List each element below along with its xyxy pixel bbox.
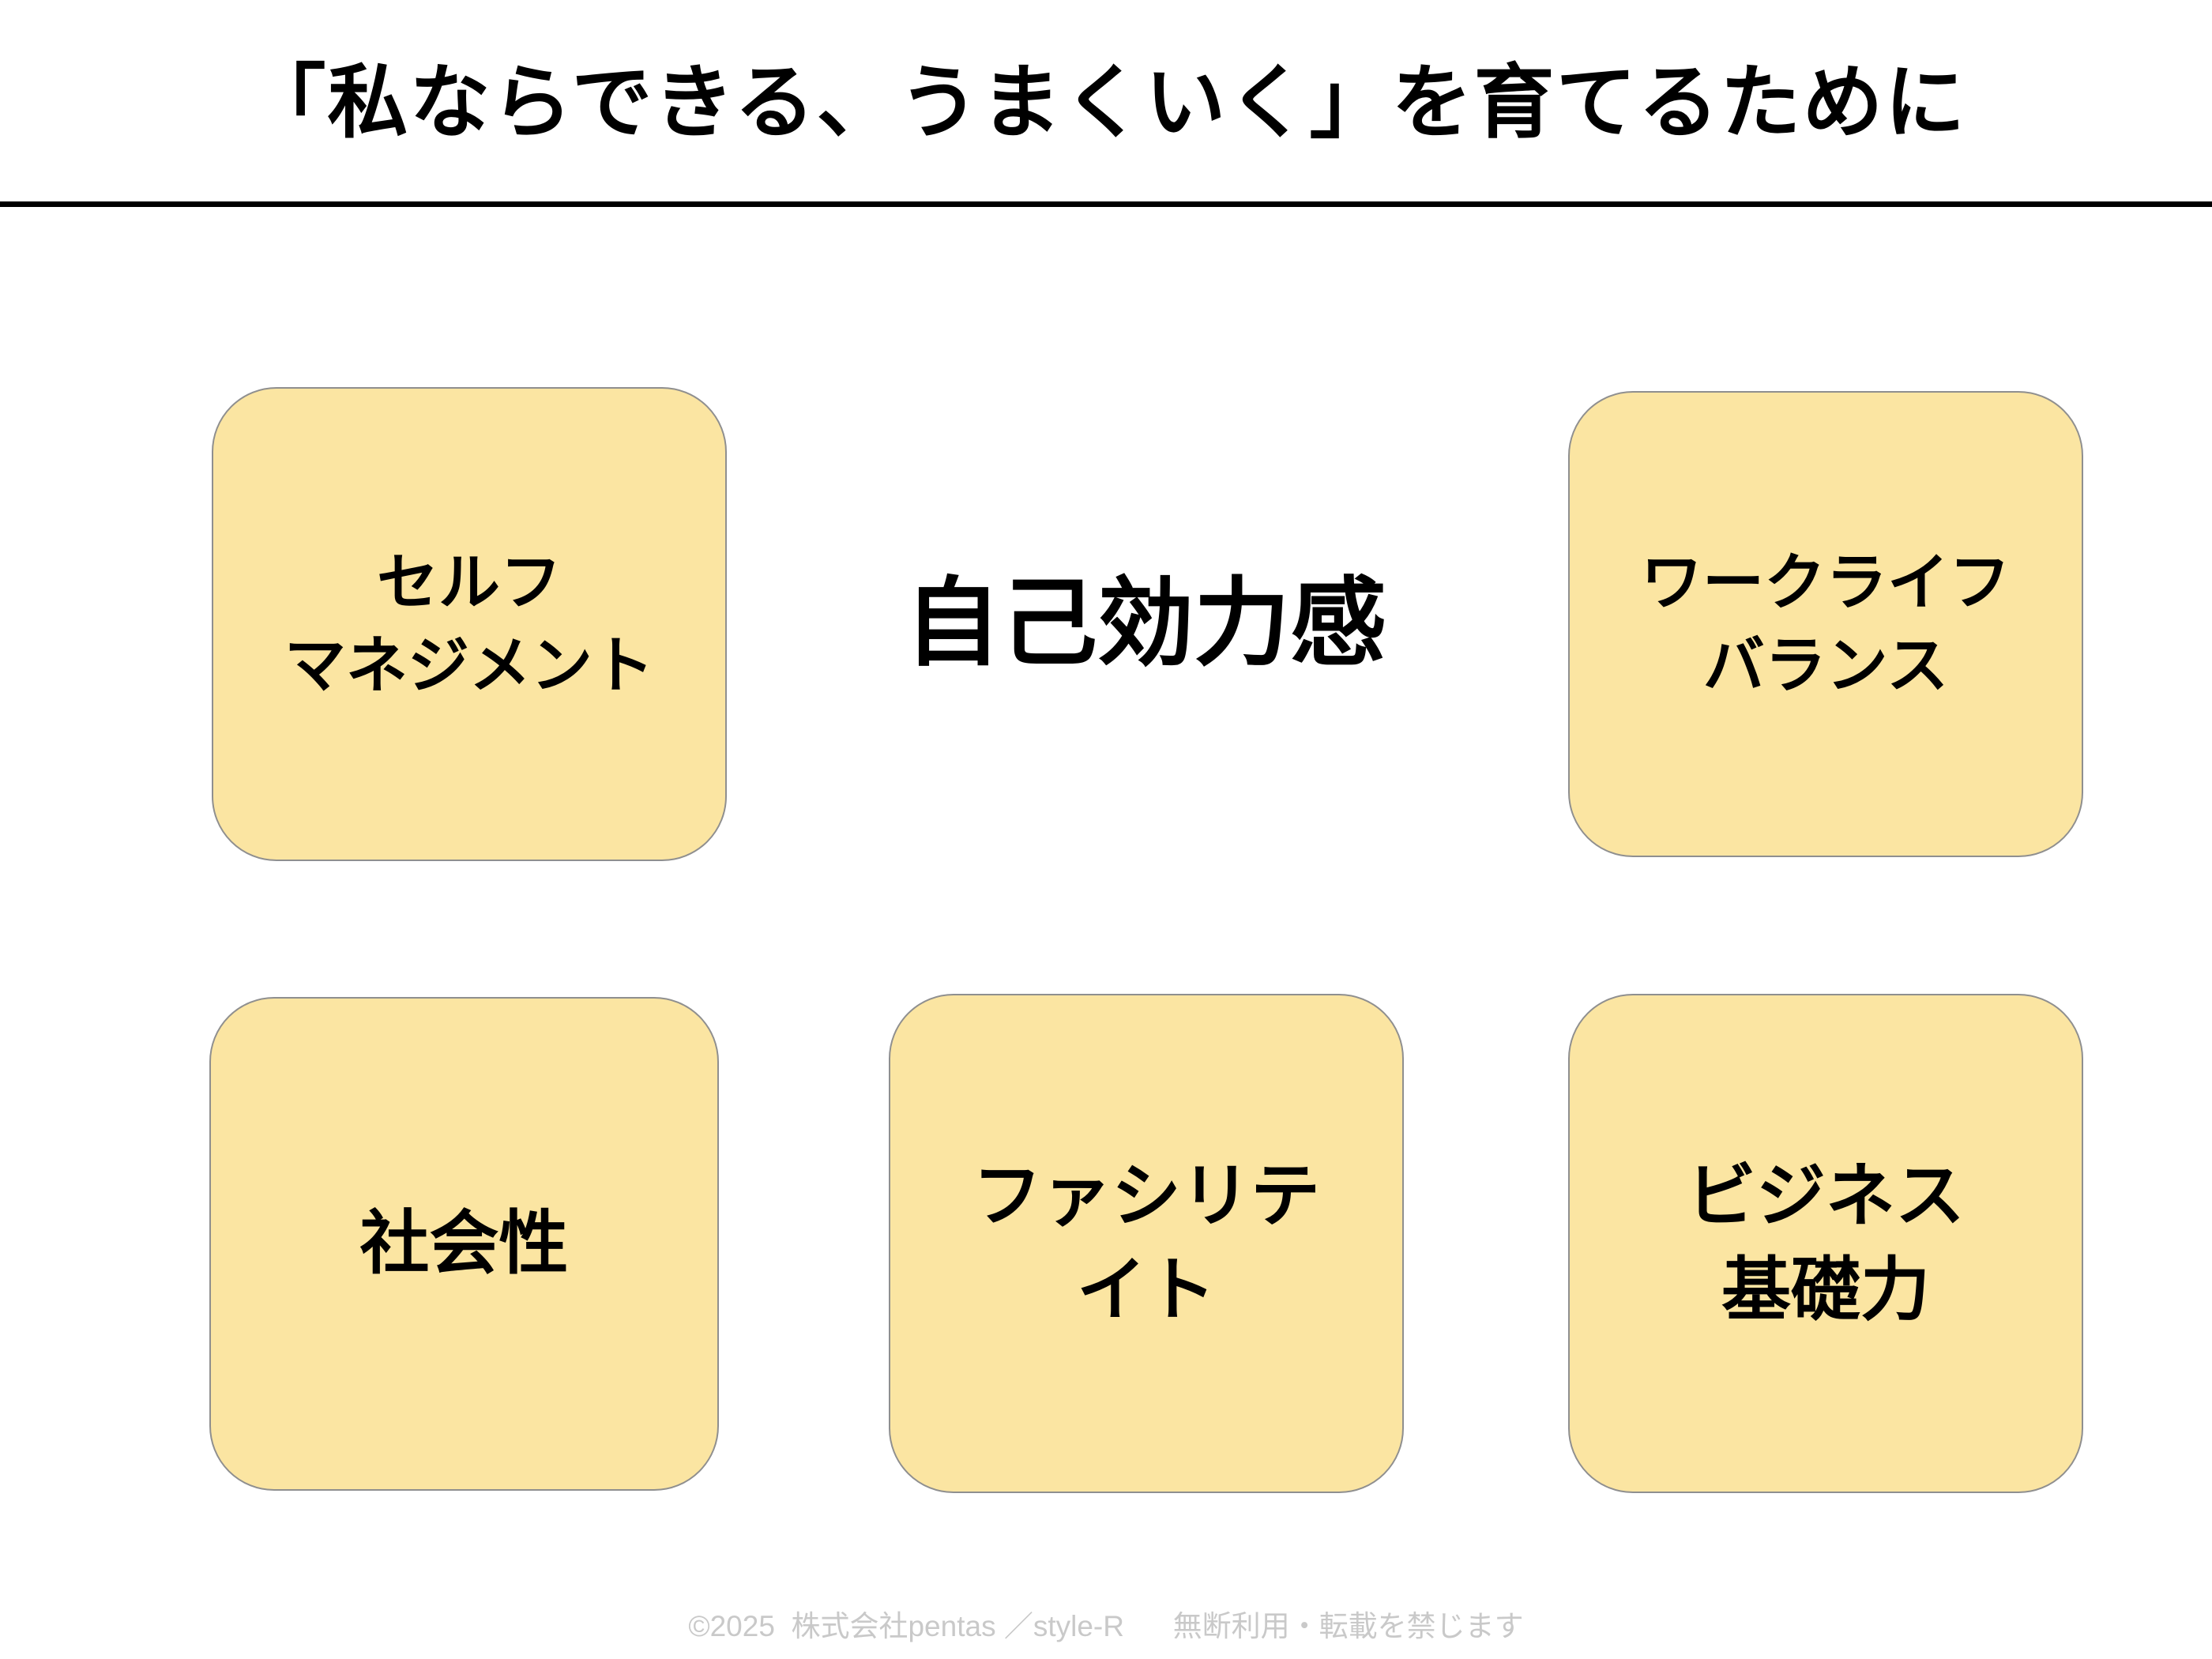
title-underline	[0, 201, 2212, 207]
box-sociality: 社会性	[209, 997, 719, 1491]
box-label-line: 基礎力	[1721, 1251, 1930, 1329]
copyright-footer: ©2025 株式会社pentas ／style-R 無断利用・転載を禁じます	[688, 1610, 1524, 1642]
box-label-line: イト	[1076, 1251, 1216, 1329]
box-label-line: ファシリテ	[972, 1157, 1320, 1236]
box-label-line: ビジネス	[1686, 1157, 1965, 1236]
box-business-basics: ビジネス 基礎力	[1568, 994, 2083, 1493]
center-label-self-efficacy: 自己効力感	[905, 570, 1386, 677]
box-label-line: 社会性	[359, 1204, 569, 1283]
box-label-line: セルフ	[376, 547, 562, 617]
box-label-line: バランス	[1702, 630, 1949, 700]
box-work-life-balance: ワークライフ バランス	[1568, 391, 2083, 857]
box-label-line: ワークライフ	[1640, 547, 2011, 617]
box-facilitate: ファシリテ イト	[889, 994, 1404, 1493]
box-self-management: セルフ マネジメント	[212, 387, 727, 861]
box-label-line: マネジメント	[284, 630, 654, 700]
slide-title: 「私ならできる、うまくいく」を育てるために	[245, 58, 1967, 148]
